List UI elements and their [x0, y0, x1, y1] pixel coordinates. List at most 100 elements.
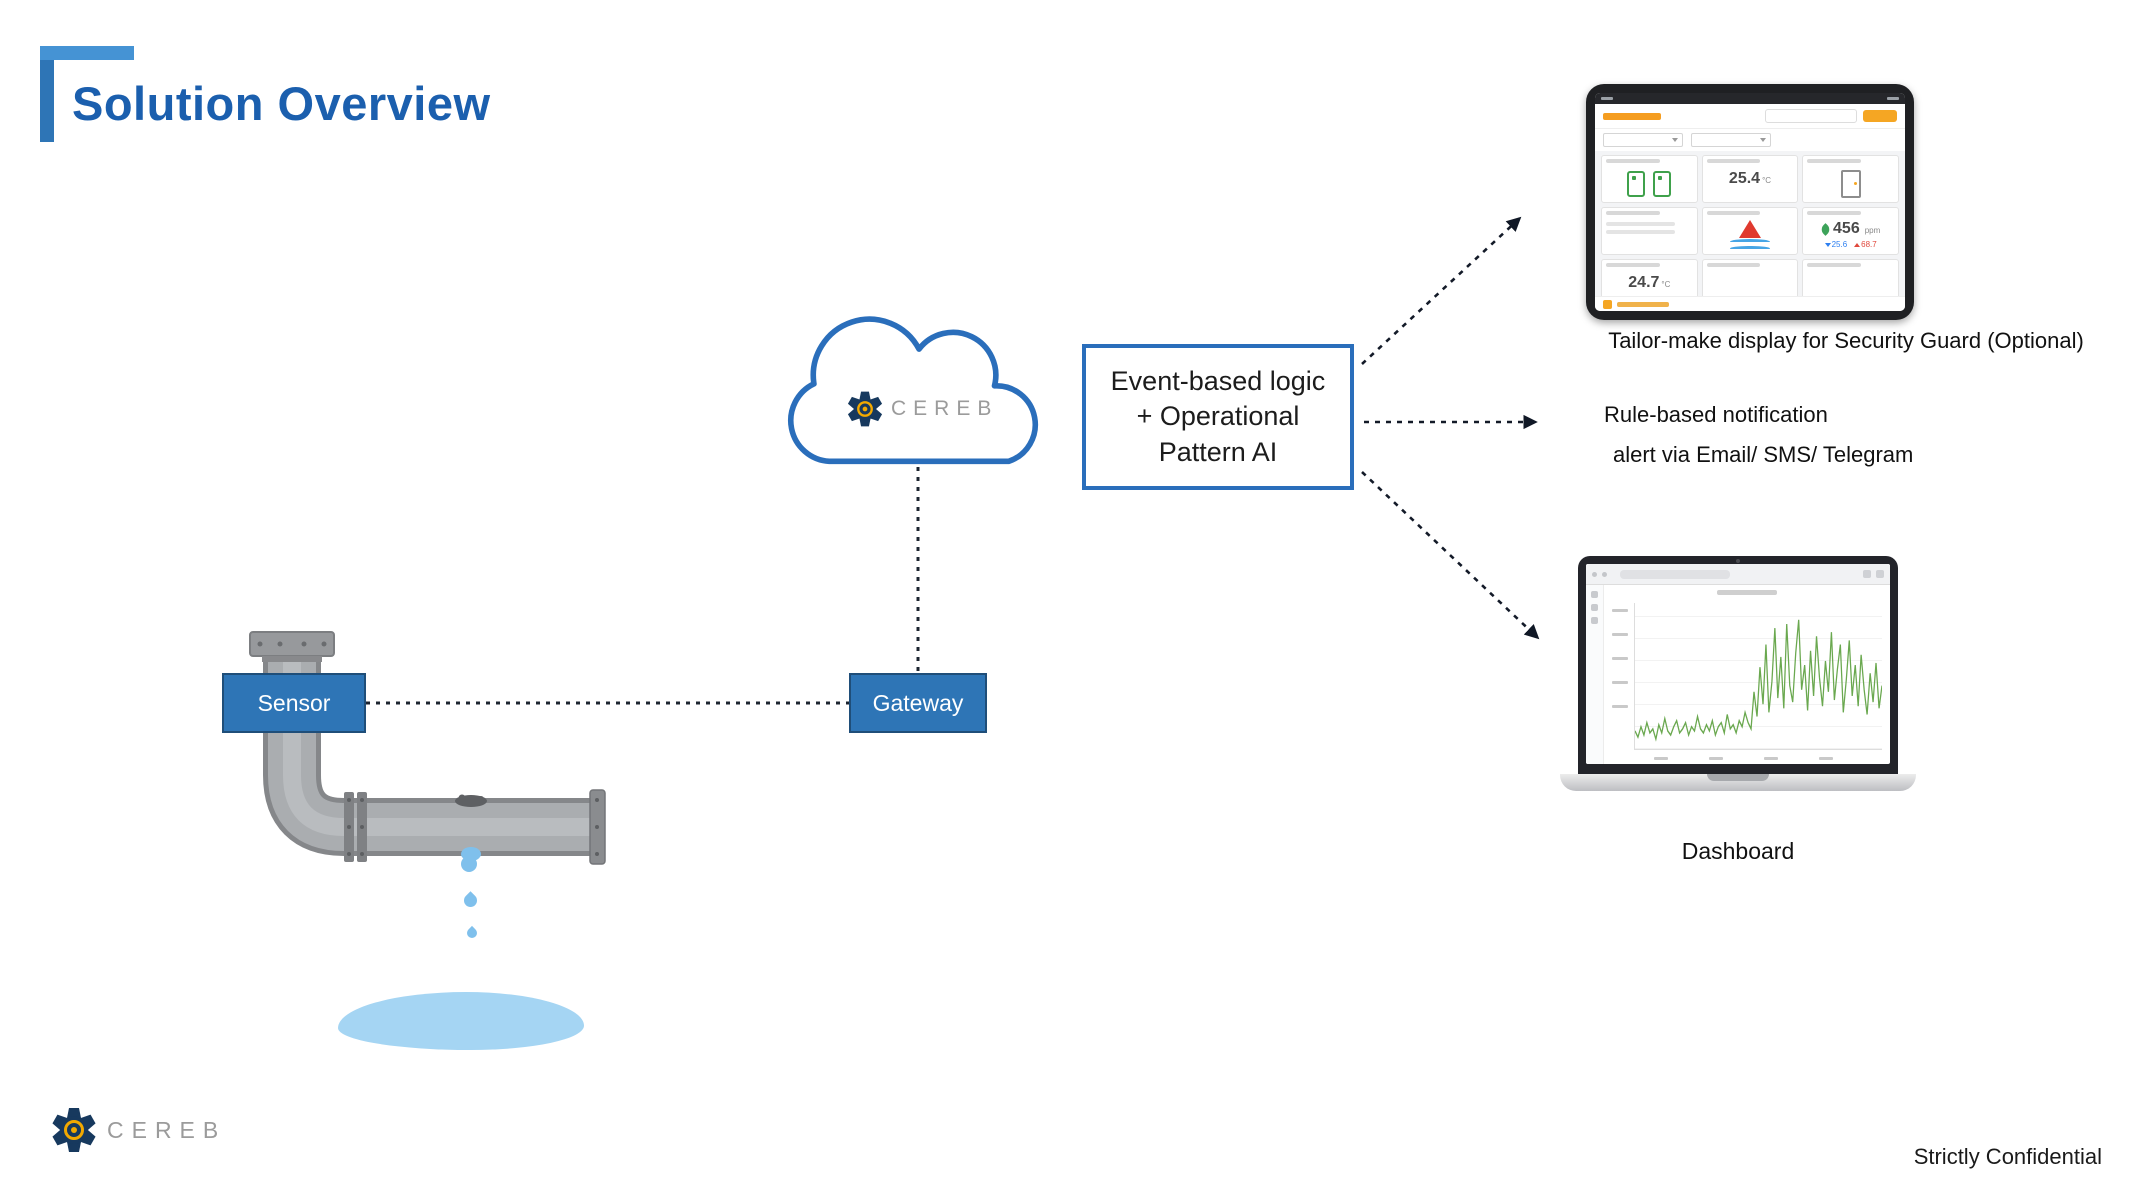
x-axis-label-placeholder — [1764, 757, 1778, 760]
tablet-status-bar — [1595, 93, 1905, 104]
laptop-toolbar — [1586, 564, 1890, 585]
status-line-placeholder — [1606, 222, 1676, 226]
chart-plot-area — [1634, 603, 1882, 750]
high-value: 68.7 — [1854, 240, 1877, 249]
status-left-placeholder — [1601, 97, 1613, 100]
confidential-label: Strictly Confidential — [1913, 1144, 2102, 1169]
x-axis-label-placeholder — [1654, 757, 1668, 760]
warning-icon — [1738, 220, 1761, 238]
sidebar-icon — [1591, 617, 1598, 624]
tablet-footer-bar — [1595, 296, 1905, 311]
title-accent-bar-horizontal — [40, 46, 134, 60]
tablet-screen: 25.4 °C — [1595, 93, 1905, 311]
footer-cereb-logo: CEREB — [50, 1106, 226, 1154]
event-box-line3: Pattern AI — [1158, 436, 1278, 467]
arrow-to-tablet — [1361, 216, 1522, 365]
temperature-readout: 25.4 °C — [1729, 170, 1771, 188]
device-icons — [1627, 171, 1672, 197]
cereb-logo-text: CEREB — [891, 397, 999, 420]
up-arrow-icon — [1854, 242, 1861, 247]
x-axis-label-placeholder — [1709, 757, 1723, 760]
co2-unit: ppm — [1864, 226, 1881, 235]
pipe-illustration — [249, 631, 606, 865]
laptop-chart-panel — [1604, 585, 1890, 764]
tile-title-placeholder — [1606, 211, 1660, 215]
co2-value: 456 — [1833, 220, 1860, 237]
water-drop-3 — [464, 925, 480, 941]
event-box-line1: Event-based logic — [1110, 366, 1326, 397]
toolbar-icon — [1863, 570, 1871, 578]
tile-title-placeholder — [1706, 211, 1761, 215]
tablet-tile-temperature: 25.4 °C — [1701, 155, 1799, 203]
cloud-icon — [787, 316, 1039, 465]
notification-caption-line2: alert via Email/ SMS/ Telegram — [1613, 442, 1914, 467]
y-axis-label-placeholder — [1612, 657, 1628, 660]
page-title: Solution Overview — [72, 77, 491, 130]
event-logic-box: Event-based logic + Operational Pattern … — [1082, 344, 1354, 490]
wave-icon — [1729, 239, 1770, 245]
laptop-screen — [1586, 564, 1890, 764]
toolbar-icon — [1876, 570, 1884, 578]
event-box-line2: + Operational — [1136, 401, 1300, 432]
tablet-tile-alert — [1701, 207, 1799, 255]
tablet-tile-extra — [1802, 259, 1899, 296]
cereb-logo-icon — [52, 1108, 96, 1152]
tile-title-placeholder — [1606, 159, 1660, 163]
low-value: 25.6 — [1824, 240, 1847, 249]
title-accent-bar-vertical — [40, 46, 54, 142]
co2-readout: 456 ppm — [1819, 220, 1881, 238]
laptop-base — [1560, 774, 1916, 791]
device-icon — [1627, 171, 1646, 197]
status-right-placeholder — [1887, 97, 1899, 100]
tablet-app-header — [1595, 104, 1905, 129]
tablet-tile-temperature-2: 24.7 °C — [1601, 259, 1698, 296]
pipe-sheen — [283, 650, 596, 836]
tile-title-placeholder — [1606, 263, 1660, 267]
temperature-readout-2: 24.7 °C — [1628, 274, 1670, 292]
temperature-value: 25.4 — [1728, 170, 1761, 187]
tablet-tile-extra — [1701, 259, 1799, 296]
sensor-node: Sensor — [222, 673, 366, 733]
sidebar-icon — [1591, 591, 1598, 598]
arrow-to-laptop — [1361, 471, 1540, 640]
temperature-unit-2: °C — [1661, 280, 1671, 289]
footer-label-placeholder — [1617, 301, 1669, 307]
window-control-icon — [1592, 571, 1597, 577]
door-icon — [1840, 170, 1861, 198]
down-arrow-icon — [1824, 242, 1831, 247]
tablet-caption: Tailor-make display for Security Guard (… — [1608, 328, 2084, 353]
leaf-icon — [1819, 222, 1832, 236]
pipe-flange-top — [249, 631, 335, 657]
tablet-mockup: 25.4 °C — [1586, 84, 1914, 320]
tablet-tile-devices — [1601, 155, 1698, 203]
filter-dropdown — [1691, 133, 1771, 147]
app-title-placeholder — [1603, 112, 1661, 120]
window-control-icon — [1602, 571, 1607, 577]
tablet-tile-co2: 456 ppm 25.6 68.7 — [1802, 207, 1899, 255]
device-icon — [1653, 171, 1672, 197]
water-puddle — [338, 992, 584, 1050]
tablet-tile-door — [1802, 155, 1899, 203]
tablet-tile-status — [1601, 207, 1698, 255]
cereb-logo-icon — [847, 391, 883, 427]
sidebar-icon — [1591, 604, 1598, 611]
address-bar-placeholder — [1620, 569, 1730, 579]
wave-icon — [1729, 245, 1770, 252]
y-axis-label-placeholder — [1612, 609, 1628, 612]
search-box-placeholder — [1765, 109, 1857, 123]
x-axis-label-placeholder — [1819, 757, 1833, 760]
y-axis-label-placeholder — [1612, 681, 1628, 684]
laptop-mockup — [1578, 556, 1898, 774]
gateway-node: Gateway — [849, 673, 987, 733]
header-button-placeholder — [1863, 110, 1897, 122]
cereb-cloud-logo: CEREB — [846, 390, 998, 428]
wind-speed-chart — [1635, 619, 1882, 742]
tablet-dashboard-grid: 25.4 °C — [1595, 151, 1905, 296]
y-axis-label-placeholder — [1612, 705, 1628, 708]
filter-dropdown — [1603, 133, 1683, 147]
laptop-caption: Dashboard — [1681, 838, 1795, 864]
tile-title-placeholder — [1807, 263, 1862, 267]
tile-title-placeholder — [1807, 211, 1862, 215]
co2-hi-lo: 25.6 68.7 — [1824, 240, 1877, 249]
